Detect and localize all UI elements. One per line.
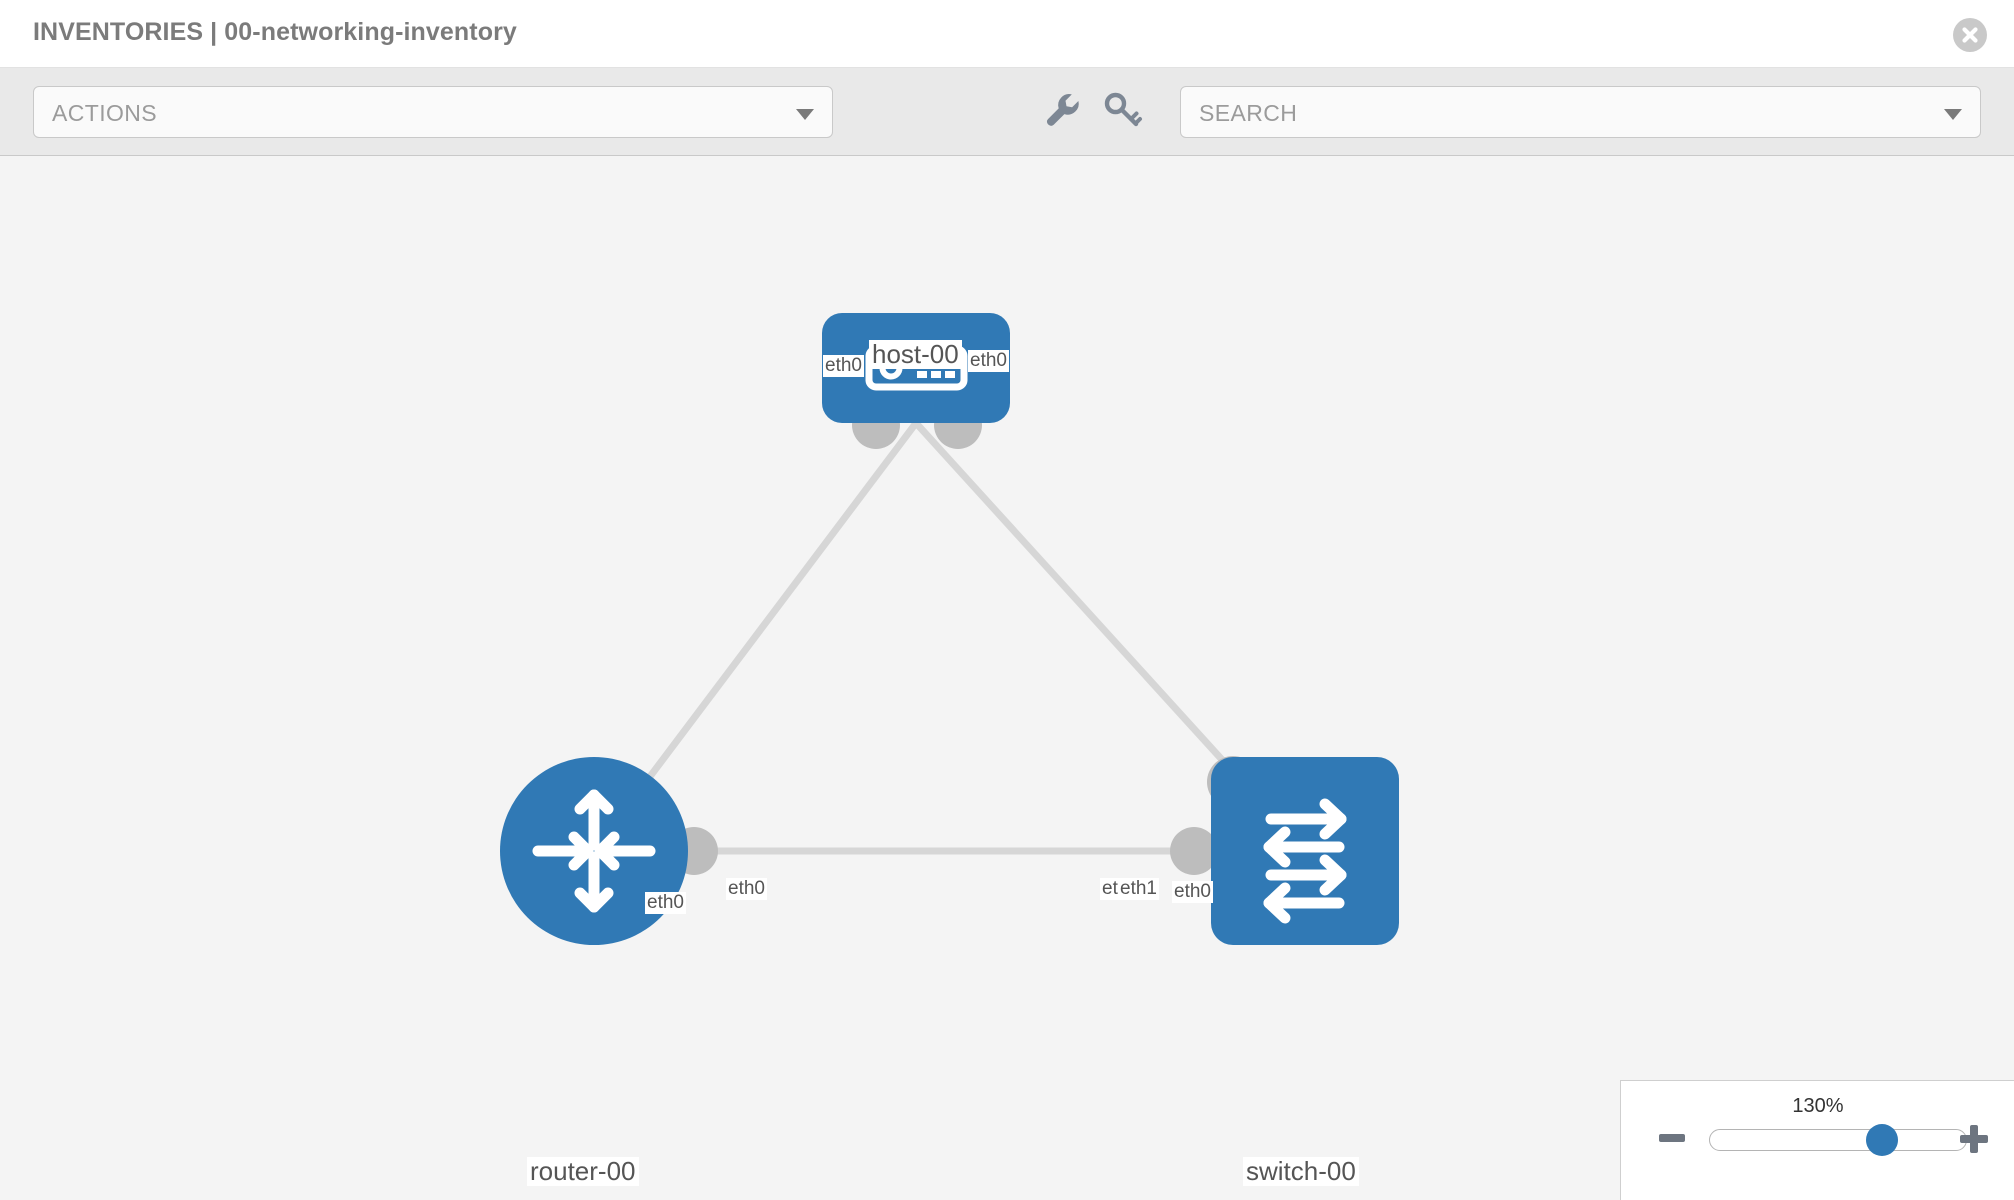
chevron-down-icon xyxy=(1944,109,1962,120)
actions-dropdown[interactable]: ACTIONS xyxy=(33,86,833,138)
node-label-router-00: router-00 xyxy=(527,1157,639,1187)
bidirectional-arrows-icon xyxy=(1263,798,1347,924)
port-label-host-left: eth0 xyxy=(823,355,864,377)
port-label-host-right: eth0 xyxy=(968,350,1009,372)
search-input[interactable]: SEARCH xyxy=(1180,86,1981,138)
port-label-router-up: eth0 xyxy=(645,892,686,914)
actions-dropdown-label: ACTIONS xyxy=(52,100,158,126)
port-label-switch-left-b: eth1 xyxy=(1118,878,1159,900)
plus-icon[interactable] xyxy=(1960,1125,1988,1153)
close-icon[interactable] xyxy=(1953,18,1987,52)
four-arrows-inward-icon xyxy=(532,789,656,913)
zoom-slider-handle[interactable] xyxy=(1865,1124,1898,1156)
minus-icon[interactable] xyxy=(1659,1134,1685,1142)
topology-canvas[interactable]: host-00 router-00 switch-00 eth0 eth0 et… xyxy=(0,157,2014,1200)
chevron-down-icon xyxy=(796,109,814,120)
wrench-icon[interactable] xyxy=(1040,88,1084,132)
window-header: INVENTORIES | 00-networking-inventory xyxy=(0,0,2014,68)
search-placeholder: SEARCH xyxy=(1199,100,1298,126)
port-label-switch-up: eth0 xyxy=(1172,881,1213,903)
toolbar: ACTIONS SEARCH xyxy=(0,68,2014,156)
node-label-host-00: host-00 xyxy=(869,340,962,370)
page-title: INVENTORIES | 00-networking-inventory xyxy=(33,18,517,46)
node-router-00[interactable] xyxy=(500,757,688,945)
node-label-switch-00: switch-00 xyxy=(1243,1157,1359,1187)
key-icon[interactable] xyxy=(1100,88,1144,132)
node-switch-00[interactable] xyxy=(1211,757,1399,945)
connector-switch-left xyxy=(1170,827,1218,875)
zoom-slider-track xyxy=(1709,1129,1967,1151)
zoom-level-value: 130% xyxy=(1792,1095,1844,1117)
zoom-control-panel: 130% xyxy=(1620,1080,2014,1200)
zoom-slider[interactable] xyxy=(1709,1124,1967,1156)
port-label-router-right: eth0 xyxy=(726,878,767,900)
